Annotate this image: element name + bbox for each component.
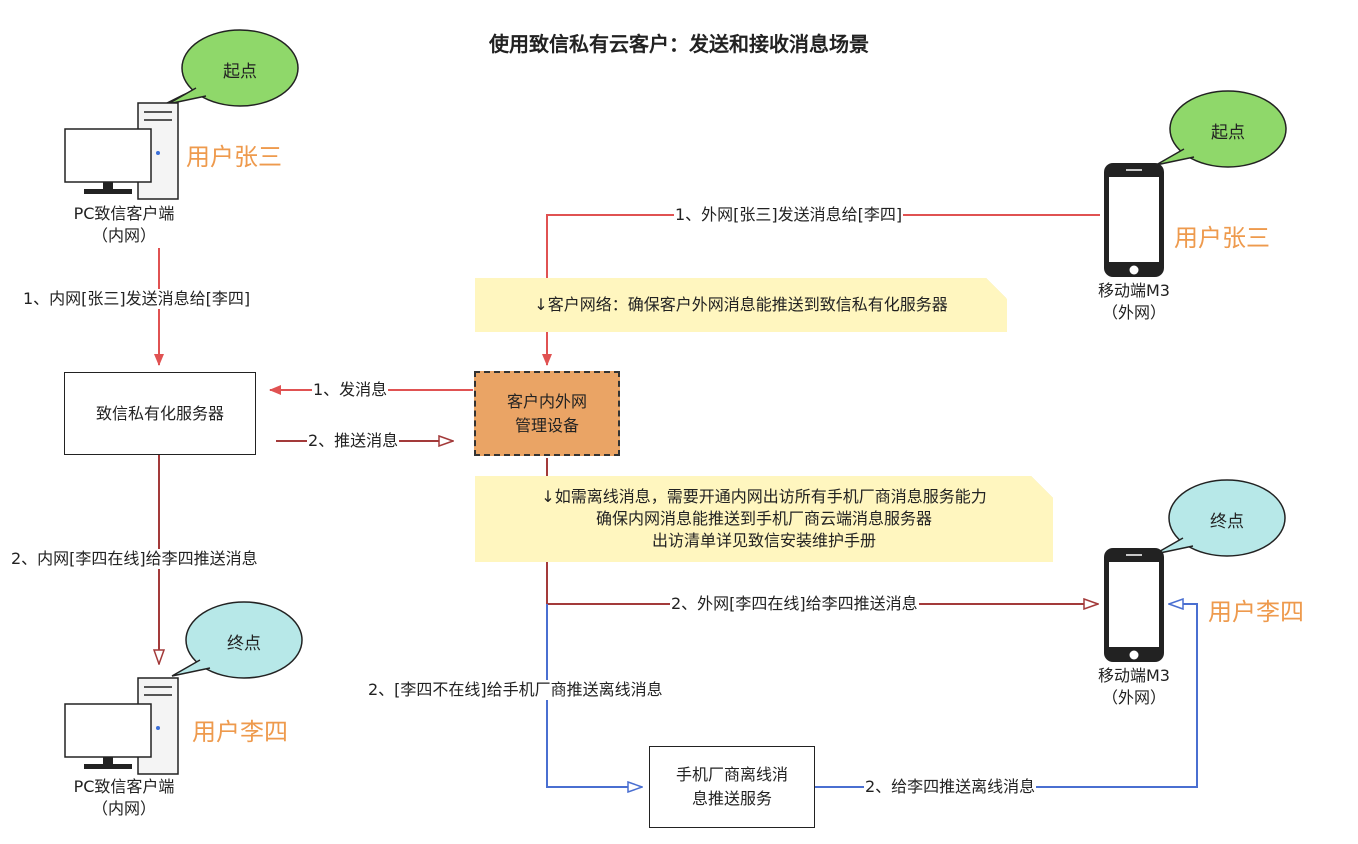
- edge-label-vendor-to-user: 2、给李四推送离线消息: [864, 777, 1037, 797]
- note-text: 确保内网消息能推送到手机厂商云端消息服务器: [595, 509, 932, 528]
- edge-label-mobile-send: 1、外网[张三]发送消息给[李四]: [674, 205, 904, 225]
- speech-bubble-icon: [1155, 90, 1287, 168]
- device-label-line: PC致信客户端: [73, 777, 175, 796]
- speech-bubble-icon: [164, 29, 299, 107]
- bubble-start-pc: 起点: [223, 62, 257, 82]
- edge-label-pc-push: 2、内网[李四在线]给李四推送消息: [10, 549, 259, 569]
- user-name-mobile-top: 用户张三: [1174, 224, 1270, 252]
- vendor-node-label: 息推送服务: [691, 789, 772, 808]
- device-label-mobile-bottom: 移动端M3 （外网）: [1069, 665, 1199, 709]
- note-text: ↓如需离线消息，需要开通内网出访所有手机厂商消息服务能力: [541, 487, 987, 506]
- note-text: 出访清单详见致信安装维护手册: [651, 531, 876, 550]
- device-label-line: 移动端M3: [1098, 666, 1170, 685]
- bubble-end-mobile: 终点: [1210, 512, 1244, 532]
- gateway-node-label: 客户内外网: [506, 391, 587, 411]
- page-title: 使用致信私有云客户：发送和接收消息场景: [489, 32, 869, 56]
- gateway-node-label: 管理设备: [514, 415, 579, 435]
- device-label-pc-bottom: PC致信客户端 （内网）: [49, 776, 199, 820]
- server-node: 致信私有化服务器: [64, 372, 256, 455]
- edge-label-mobile-push: 2、外网[李四在线]给李四推送消息: [670, 594, 919, 614]
- speech-bubble-icon: [171, 601, 303, 679]
- user-name-mobile-bottom: 用户李四: [1208, 598, 1304, 626]
- device-label-line: PC致信客户端: [73, 204, 175, 223]
- device-label-line: 移动端M3: [1098, 281, 1170, 300]
- edge-label-pc-send: 1、内网[张三]发送消息给[李四]: [22, 289, 252, 309]
- mobile-phone-icon: [1104, 163, 1164, 277]
- edge-label-gw-push: 2、推送消息: [307, 431, 400, 451]
- device-label-mobile-top: 移动端M3 （外网）: [1069, 280, 1199, 324]
- note-text: ↓客户网络：确保客户外网消息能推送到致信私有化服务器: [534, 295, 948, 314]
- user-name-pc-top: 用户张三: [186, 143, 282, 171]
- device-label-line: （外网）: [1101, 688, 1166, 707]
- vendor-node-label: 手机厂商离线消: [675, 765, 788, 784]
- mobile-phone-icon: [1104, 548, 1164, 662]
- edge-label-gw-send: 1、发消息: [312, 380, 389, 400]
- desktop-pc-icon: [64, 102, 179, 200]
- device-label-line: （外网）: [1101, 303, 1166, 322]
- bubble-end-pc: 终点: [227, 634, 261, 654]
- edge-vendor-push: [546, 604, 642, 787]
- vendor-push-node: 手机厂商离线消 息推送服务: [649, 746, 815, 828]
- server-node-label: 致信私有化服务器: [95, 403, 224, 423]
- gateway-node: 客户内外网 管理设备: [474, 371, 620, 456]
- device-label-pc-top: PC致信客户端 （内网）: [49, 203, 199, 247]
- desktop-pc-icon: [64, 677, 179, 775]
- edge-label-vendor-push: 2、[李四不在线]给手机厂商推送离线消息: [367, 680, 664, 700]
- bubble-start-mobile: 起点: [1211, 123, 1245, 143]
- network-note: ↓客户网络：确保客户外网消息能推送到致信私有化服务器: [475, 278, 1007, 332]
- device-label-line: （内网）: [91, 226, 156, 245]
- offline-note: ↓如需离线消息，需要开通内网出访所有手机厂商消息服务能力 确保内网消息能推送到手…: [475, 476, 1053, 562]
- user-name-pc-bottom: 用户李四: [192, 718, 288, 746]
- device-label-line: （内网）: [91, 799, 156, 818]
